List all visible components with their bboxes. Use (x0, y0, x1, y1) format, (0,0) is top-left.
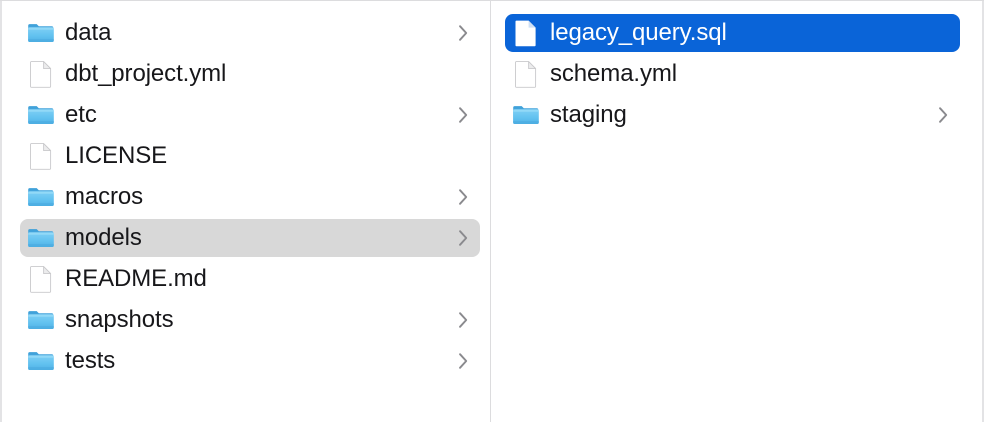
item-label: etc (65, 101, 97, 128)
file-icon (26, 59, 56, 89)
file-row[interactable]: legacy_query.sql (505, 14, 960, 52)
file-icon-glyph (515, 20, 536, 47)
item-label: schema.yml (550, 60, 678, 87)
file-row[interactable]: LICENSE (20, 137, 480, 175)
file-icon-glyph (30, 266, 52, 293)
folder-icon (511, 100, 541, 130)
file-icon (26, 264, 56, 294)
item-label: data (65, 19, 112, 46)
file-row[interactable]: dbt_project.yml (20, 55, 480, 93)
chevron-right-icon[interactable] (454, 308, 472, 332)
item-label: dbt_project.yml (65, 60, 227, 87)
file-icon (511, 18, 541, 48)
file-icon (511, 59, 541, 89)
file-icon-glyph (30, 143, 52, 170)
folder-row[interactable]: staging (505, 96, 960, 134)
chevron-right-icon-glyph (458, 312, 467, 328)
folder-row[interactable]: macros (20, 178, 480, 216)
chevron-right-icon-glyph (458, 353, 467, 369)
folder-icon (26, 346, 56, 376)
folder-icon (26, 100, 56, 130)
chevron-right-icon[interactable] (934, 103, 952, 127)
file-icon-glyph (30, 61, 52, 88)
chevron-right-icon-glyph (458, 25, 467, 41)
folder-row[interactable]: tests (20, 342, 480, 380)
file-icon-glyph (515, 61, 537, 88)
folder-row[interactable]: snapshots (20, 301, 480, 339)
file-row[interactable]: schema.yml (505, 55, 960, 93)
chevron-right-icon[interactable] (454, 185, 472, 209)
folder-icon-glyph (28, 311, 54, 329)
item-label: models (65, 224, 142, 251)
item-label: LICENSE (65, 142, 168, 169)
item-label: staging (550, 101, 627, 128)
folder-icon-glyph (28, 229, 54, 247)
folder-row[interactable]: etc (20, 96, 480, 134)
chevron-right-icon-glyph (458, 107, 467, 123)
folder-icon-glyph (28, 352, 54, 370)
folder-icon-glyph (28, 188, 54, 206)
folder-icon-glyph (28, 24, 54, 42)
folder-icon (26, 223, 56, 253)
chevron-right-icon-glyph (458, 230, 467, 246)
chevron-right-icon[interactable] (454, 103, 472, 127)
chevron-right-icon[interactable] (454, 226, 472, 250)
item-label: legacy_query.sql (550, 19, 727, 46)
folder-icon-glyph (513, 106, 539, 124)
item-label: tests (65, 347, 116, 374)
chevron-right-icon-glyph (938, 107, 947, 123)
item-label: snapshots (65, 306, 174, 333)
chevron-right-icon[interactable] (454, 21, 472, 45)
folder-row[interactable]: models (20, 219, 480, 257)
file-icon (26, 141, 56, 171)
chevron-right-icon-glyph (458, 189, 467, 205)
folder-icon (26, 305, 56, 335)
folder-icon (26, 182, 56, 212)
chevron-right-icon[interactable] (454, 349, 472, 373)
file-row[interactable]: README.md (20, 260, 480, 298)
item-label: macros (65, 183, 144, 210)
folder-row[interactable]: data (20, 14, 480, 52)
item-label: README.md (65, 265, 207, 292)
folder-icon (26, 18, 56, 48)
finder-column-child[interactable]: legacy_query.sql schema.yml staging (491, 1, 984, 422)
folder-icon-glyph (28, 106, 54, 124)
